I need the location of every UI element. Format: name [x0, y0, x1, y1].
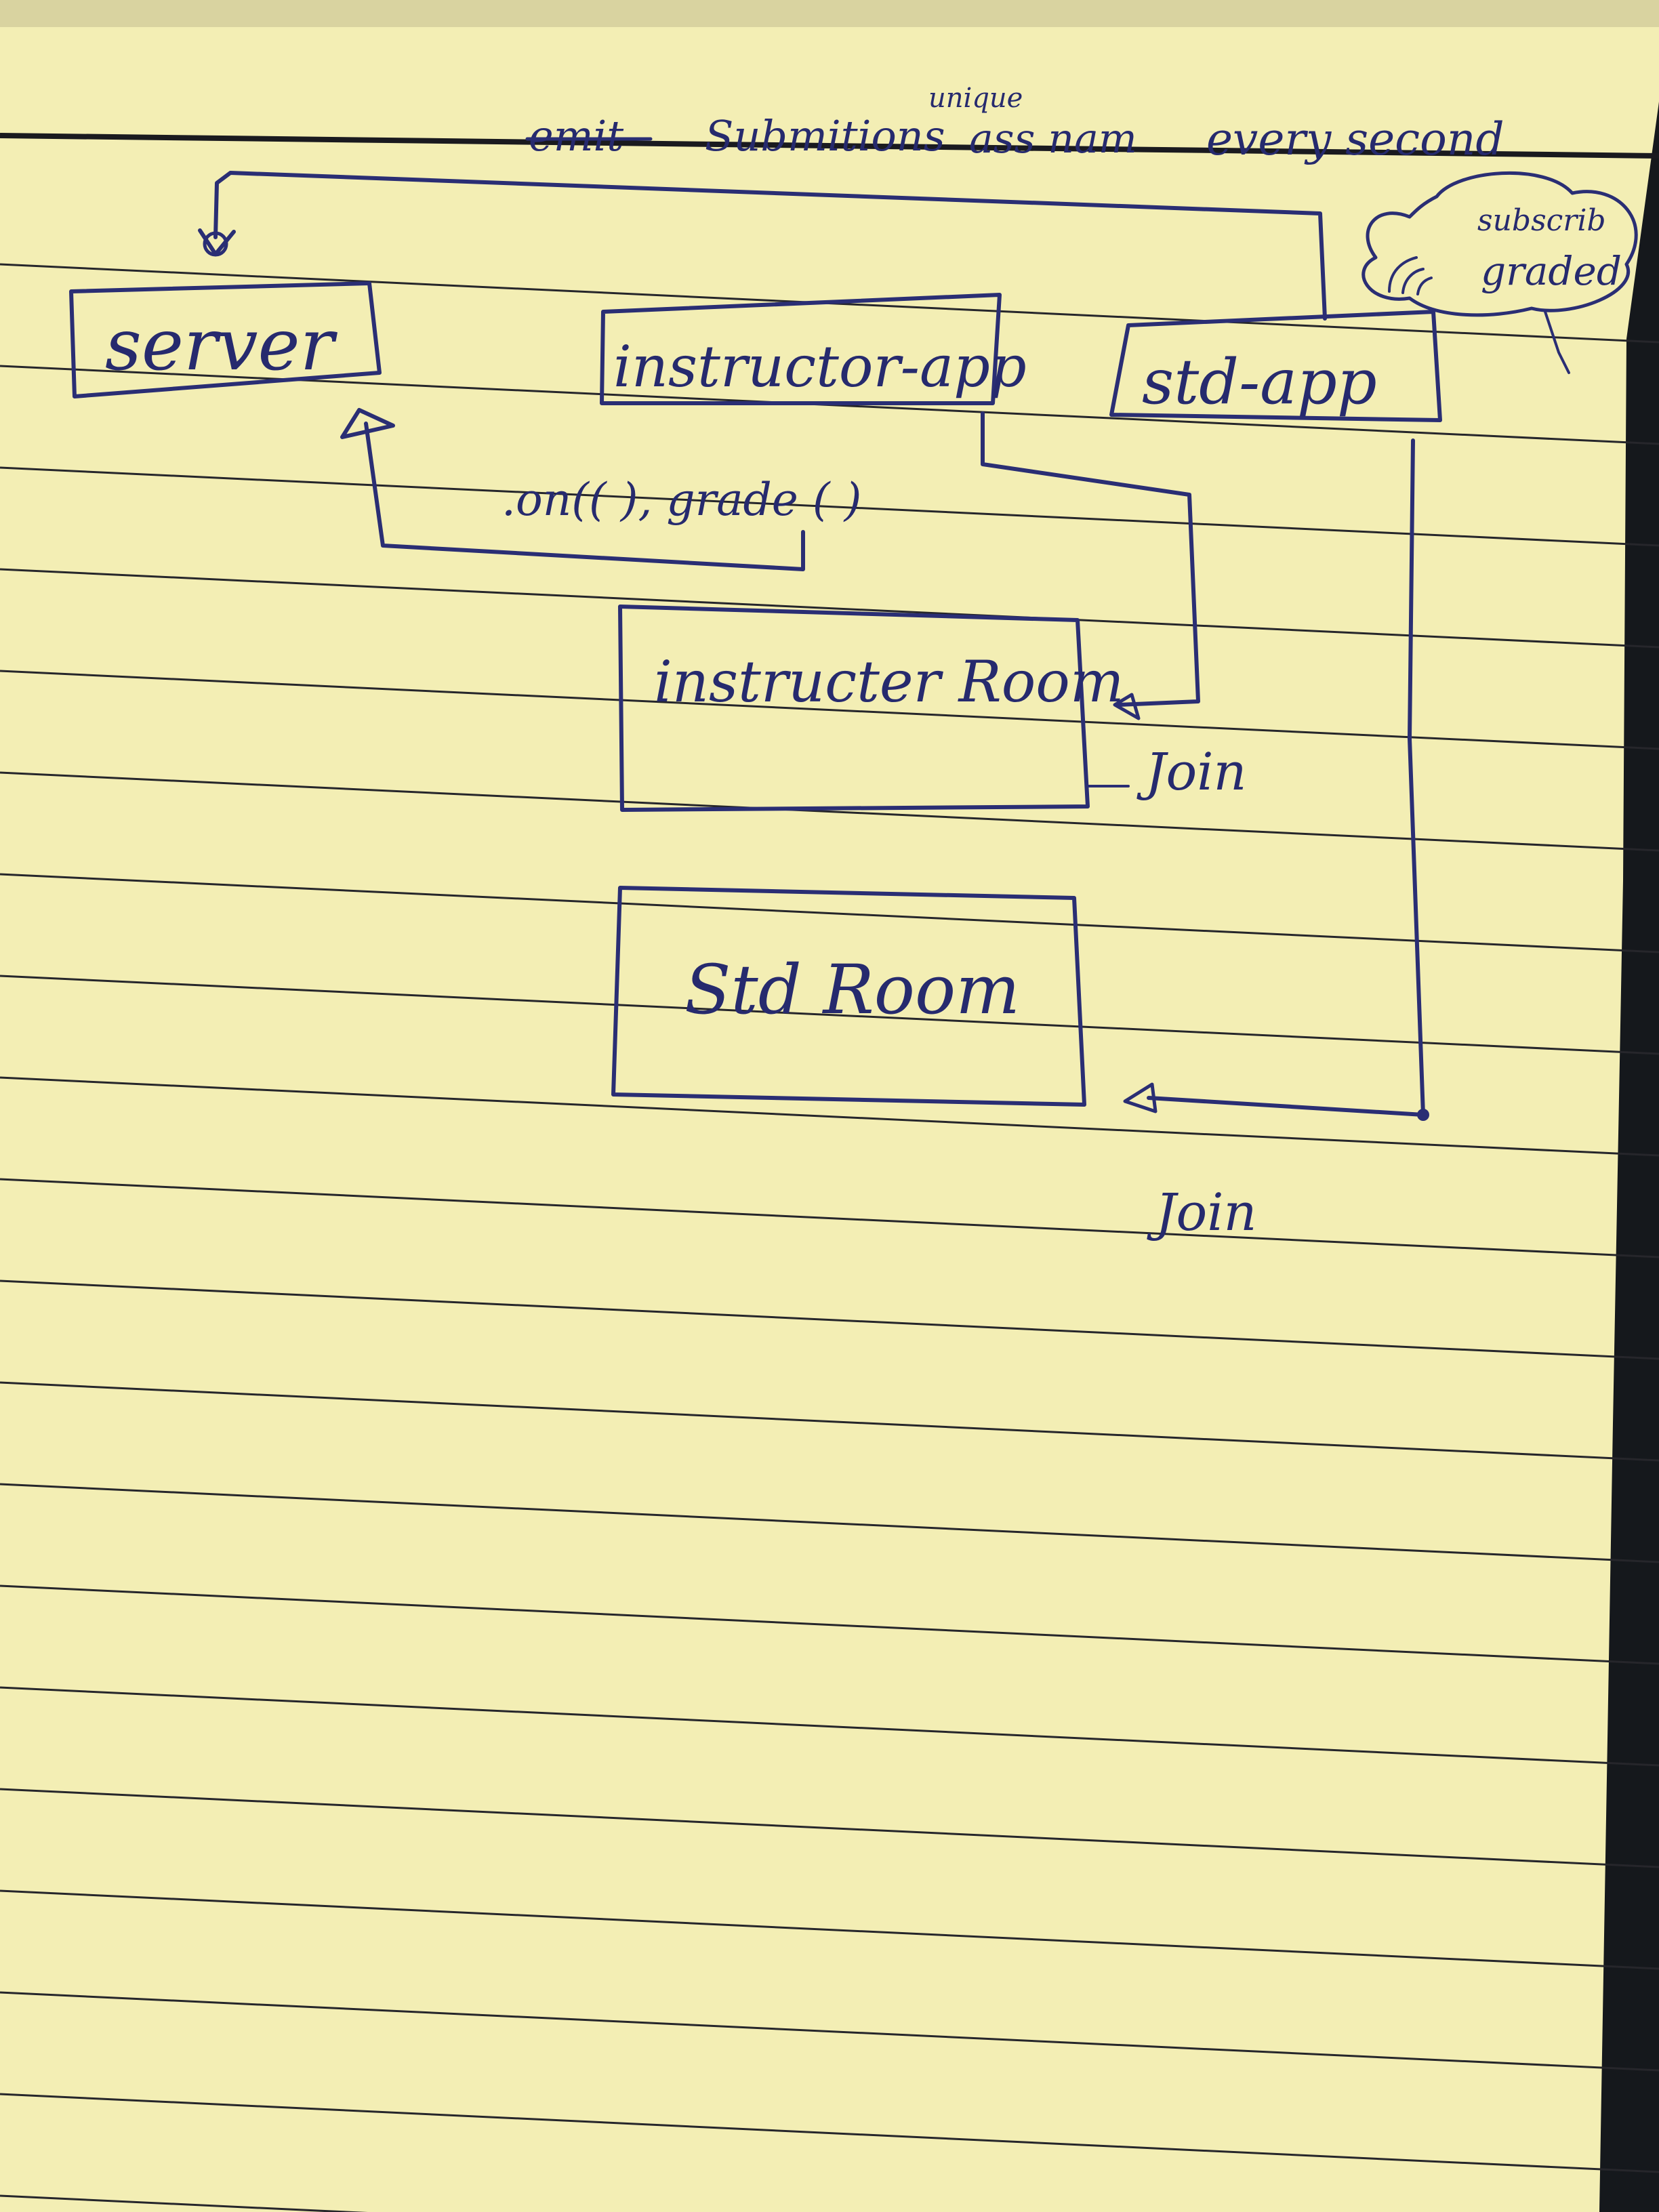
std-room-box [611, 886, 1086, 1107]
header-line [0, 133, 1659, 159]
ruled-line [0, 1483, 1659, 1563]
ruled-line [0, 873, 1659, 954]
std-join-head [1123, 1082, 1158, 1113]
std-app-label: std-app [1142, 346, 1377, 418]
ruled-line [0, 975, 1659, 1055]
ruled-line [0, 1686, 1659, 1767]
instructor-app-label: instructor-app [613, 333, 1027, 400]
top-note-tail: every second [1206, 113, 1504, 165]
ruled-line [0, 1584, 1659, 1665]
page-top-shadow [0, 0, 1659, 27]
top-arrow-line [213, 171, 1327, 321]
ruled-lines [0, 263, 1659, 2212]
grade-arrow-head [340, 408, 395, 439]
grade-label: .on(( ), grade ( ) [501, 474, 861, 526]
std-room-label: Std Room [684, 950, 1020, 1029]
instructor-room-label: instructer Room [654, 649, 1124, 715]
subscribe-label: subscrib [1477, 203, 1606, 238]
ruled-line [0, 1991, 1659, 2072]
join-instructor-label: Join [1136, 741, 1246, 802]
std-app-box [1109, 310, 1442, 422]
instructor-app-box [600, 293, 1002, 405]
instructor-join-line [981, 411, 1200, 707]
join-std-label: Join [1147, 1182, 1256, 1242]
top-note-text: Submitions [705, 111, 945, 161]
cloud-tail [1544, 310, 1570, 374]
ruled-line [0, 466, 1659, 547]
ruled-line [0, 1178, 1659, 1258]
top-note-middle: ass nam [969, 115, 1137, 163]
ruled-line [0, 1381, 1659, 1462]
top-note-struck: emit [529, 111, 623, 161]
subscribe-cloud [1361, 171, 1638, 317]
ruled-line [0, 771, 1659, 852]
server-box [69, 281, 382, 398]
ruled-line [0, 2194, 368, 2212]
ruled-line [0, 2093, 1659, 2173]
top-note-insert: unique [928, 83, 1023, 114]
ruled-line [0, 670, 1659, 750]
signal-arcs [1388, 256, 1433, 295]
top-arrow-circle [203, 231, 228, 257]
ruled-line [0, 1076, 1659, 1157]
graded-label: graded [1481, 248, 1622, 294]
grade-arrow-line [364, 422, 805, 571]
std-join-dot [1417, 1109, 1429, 1121]
ruled-line [0, 568, 1659, 649]
instructor-join-head [1113, 693, 1141, 720]
ruled-line [0, 1279, 1659, 1360]
std-join-line [1147, 438, 1425, 1117]
ruled-line [0, 1788, 1659, 1868]
ruled-line [0, 1889, 1659, 1970]
server-label: server [105, 304, 338, 386]
instructor-room-box [618, 605, 1090, 812]
